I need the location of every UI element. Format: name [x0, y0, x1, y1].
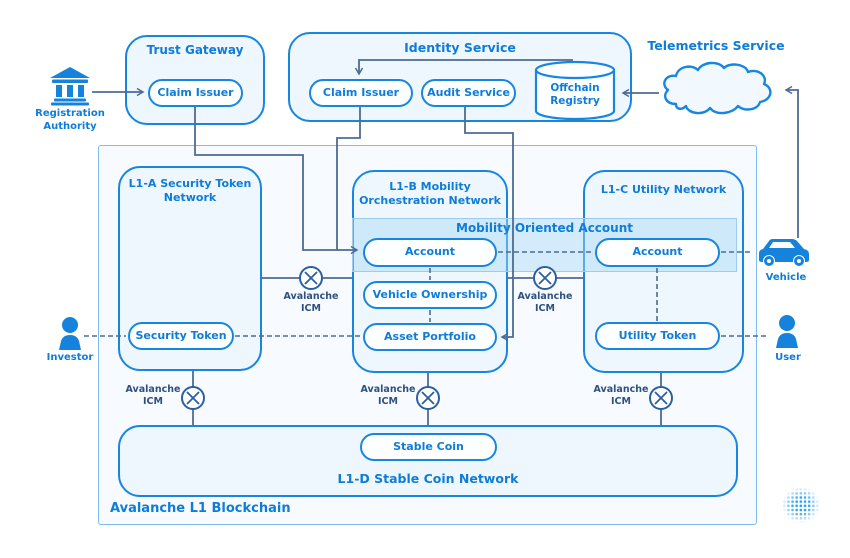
l1c-title: L1-C Utility Network	[600, 183, 727, 196]
l1b-account-pill: Account	[363, 238, 497, 267]
avalanche-l1-blockchain-label: Avalanche L1 Blockchain	[110, 501, 291, 516]
vehicle-label: Vehicle	[765, 272, 807, 283]
l1d-title: L1-D Stable Coin Network	[337, 471, 519, 486]
investor-icon	[56, 316, 84, 350]
telemetrics-title: Telemetrics Service	[647, 38, 785, 53]
l1b-title: L1-B Mobility Orchestration Network	[359, 180, 501, 208]
user-label: User	[775, 352, 801, 363]
trust-gateway-title: Trust Gateway	[146, 43, 244, 57]
offchain-registry-label: Offchain Registry	[550, 82, 600, 108]
database-icon	[533, 60, 617, 122]
tg-claim-issuer-pill: Claim Issuer	[148, 79, 243, 107]
investor-label: Investor	[46, 352, 94, 363]
l1a-title: L1-A Security Token Network	[128, 177, 252, 205]
icm-label-c-d: Avalanche ICM	[593, 384, 649, 407]
asset-portfolio-pill: Asset Portfolio	[363, 323, 497, 351]
utility-token-pill: Utility Token	[595, 322, 720, 350]
security-token-pill: Security Token	[128, 322, 234, 350]
icm-label-b-d: Avalanche ICM	[360, 384, 416, 407]
user-icon	[773, 314, 801, 348]
vehicle-ownership-pill: Vehicle Ownership	[363, 281, 497, 309]
icm-label-a-d: Avalanche ICM	[125, 384, 181, 407]
registration-authority-label: Registration Authority	[35, 108, 105, 132]
l1c-account-pill: Account	[595, 238, 720, 267]
dotted-logo	[782, 487, 820, 523]
mobility-oriented-account-label: Mobility Oriented Account	[456, 221, 633, 235]
bank-icon	[48, 66, 92, 106]
cloud-icon	[654, 58, 782, 120]
icm-label-ab: Avalanche ICM	[283, 291, 339, 314]
vehicle-icon	[754, 236, 814, 270]
icm-label-bc: Avalanche ICM	[517, 291, 573, 314]
audit-service-pill: Audit Service	[421, 79, 516, 107]
identity-service-title: Identity Service	[404, 40, 516, 55]
stable-coin-pill: Stable Coin	[360, 433, 497, 461]
id-claim-issuer-pill: Claim Issuer	[309, 79, 413, 107]
